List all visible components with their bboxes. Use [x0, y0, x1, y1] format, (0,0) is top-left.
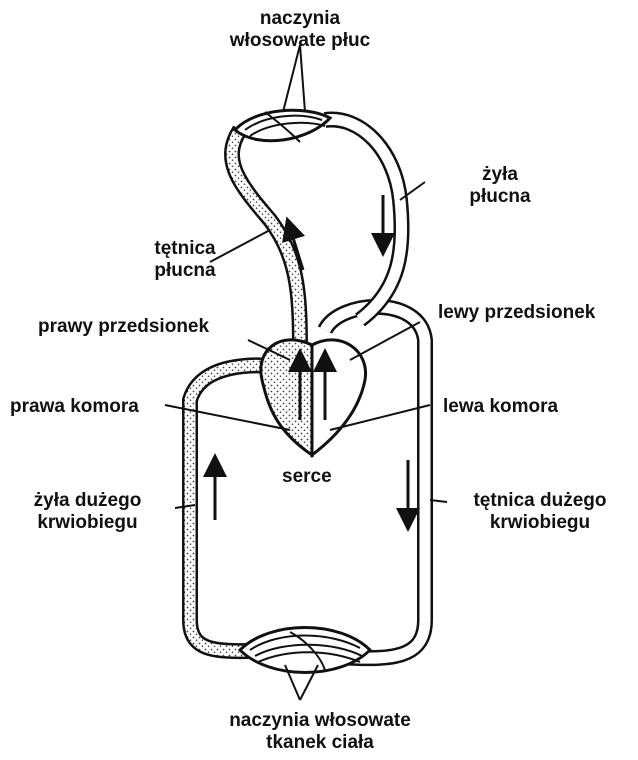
pulmonary-vein-vessel: [325, 120, 402, 320]
label-lung-capillaries-line2: włosowate płuc: [210, 30, 390, 52]
label-systemic-vein-line1: żyła dużego: [5, 490, 170, 512]
label-pulmonary-artery: tętnica płucna: [135, 238, 235, 282]
label-left-ventricle: lewa komora: [443, 396, 558, 418]
lung-capillary-bed: [235, 110, 330, 142]
label-left-atrium: lewy przedsionek: [438, 302, 595, 324]
label-pulmonary-artery-line2: płucna: [135, 260, 235, 282]
label-systemic-artery-line2: krwiobiegu: [455, 512, 625, 534]
label-tissue-capillaries: naczynia włosowate tkanek ciała: [205, 710, 435, 754]
label-pulmonary-vein-line2: płucna: [450, 186, 550, 208]
label-systemic-artery: tętnica dużego krwiobiegu: [455, 490, 625, 534]
label-pulmonary-vein-line1: żyła: [450, 164, 550, 186]
label-lung-capillaries-line1: naczynia: [210, 8, 390, 30]
label-systemic-vein: żyła dużego krwiobiegu: [5, 490, 170, 534]
label-pulmonary-vein: żyła płucna: [450, 164, 550, 208]
label-systemic-vein-line2: krwiobiegu: [5, 512, 170, 534]
label-systemic-artery-line1: tętnica dużego: [455, 490, 625, 512]
label-lung-capillaries: naczynia włosowate płuc: [210, 8, 390, 52]
label-right-atrium: prawy przedsionek: [38, 316, 209, 338]
label-pulmonary-artery-line1: tętnica: [135, 238, 235, 260]
label-heart: serce: [282, 466, 332, 488]
label-tissue-capillaries-line2: tkanek ciała: [205, 732, 435, 754]
label-right-ventricle: prawa komora: [10, 396, 139, 418]
label-tissue-capillaries-line1: naczynia włosowate: [205, 710, 435, 732]
heart-shape: [261, 340, 366, 455]
tissue-capillary-bed: [240, 628, 370, 673]
